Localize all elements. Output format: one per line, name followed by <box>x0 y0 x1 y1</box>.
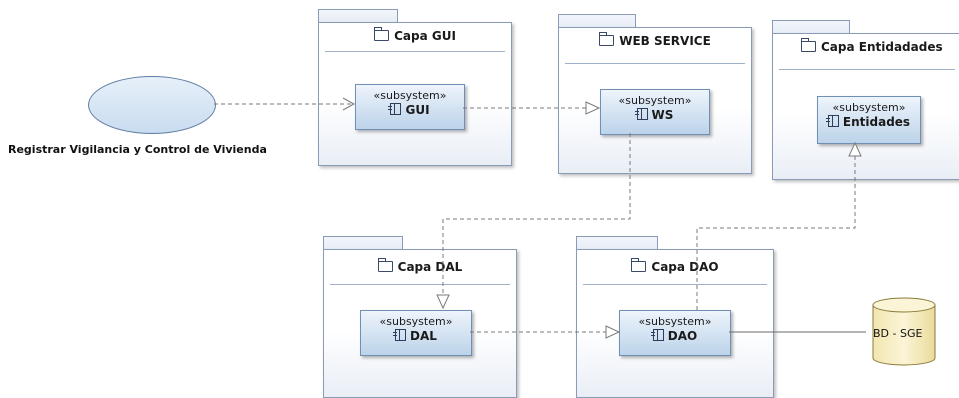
package-title: Capa DAO <box>577 258 773 274</box>
package-title: Capa DAL <box>324 258 516 274</box>
subsystem-name: WS <box>601 108 709 122</box>
subsystem-name-text: DAO <box>667 329 698 343</box>
subsystem-name-text: WS <box>651 108 674 122</box>
package-folder-icon <box>631 258 647 272</box>
subsystem-stereotype: «subsystem» <box>618 94 692 107</box>
subsystem-stereotype: «subsystem» <box>832 101 906 114</box>
package-tab <box>576 236 658 250</box>
package-tab <box>772 20 850 34</box>
subsystem-component-icon <box>825 115 839 127</box>
package-title: Capa GUI <box>319 27 511 43</box>
package-separator <box>583 284 767 285</box>
subsystem-name: GUI <box>356 103 464 117</box>
subsystem-entidades[interactable]: «subsystem» Entidades <box>817 96 921 144</box>
usecase-ellipse[interactable] <box>88 76 216 134</box>
package-separator <box>565 63 745 64</box>
usecase-label: Registrar Vigilancia y Control de Vivien… <box>8 143 267 156</box>
subsystem-component-icon <box>634 108 648 120</box>
package-folder-icon <box>377 258 393 272</box>
subsystem-name: DAL <box>361 329 471 343</box>
package-tab <box>318 9 398 23</box>
subsystem-name-text: DAL <box>410 329 437 343</box>
package-title-text: Capa DAO <box>651 260 719 274</box>
package-folder-icon <box>599 32 615 46</box>
subsystem-name-text: GUI <box>405 103 430 117</box>
subsystem-gui[interactable]: «subsystem» GUI <box>355 84 465 130</box>
subsystem-component-icon <box>650 329 664 341</box>
package-folder-icon <box>801 38 816 52</box>
package-title-text: WEB SERVICE <box>619 34 711 48</box>
subsystem-stereotype: «subsystem» <box>638 315 712 328</box>
subsystem-name: DAO <box>620 329 730 343</box>
subsystem-stereotype: «subsystem» <box>373 89 447 102</box>
subsystem-stereotype: «subsystem» <box>379 315 453 328</box>
package-title-text: Capa GUI <box>394 29 456 43</box>
package-folder-icon <box>374 27 390 41</box>
package-tab <box>323 236 403 250</box>
package-title: WEB SERVICE <box>559 32 751 48</box>
package-title: Capa Entidadades <box>801 38 959 54</box>
package-title-text: Capa Entidadades <box>821 40 943 54</box>
package-separator <box>779 69 955 70</box>
subsystem-dao[interactable]: «subsystem» DAO <box>619 310 731 356</box>
subsystem-component-icon <box>393 329 407 341</box>
database-label: BD - SGE <box>873 327 923 340</box>
subsystem-name: Entidades <box>818 115 920 129</box>
package-title-text: Capa DAL <box>397 260 463 274</box>
subsystem-name-text: Entidades <box>842 115 911 129</box>
package-tab <box>558 14 636 28</box>
subsystem-component-icon <box>388 103 402 115</box>
package-separator <box>330 284 510 285</box>
subsystem-dal[interactable]: «subsystem» DAL <box>360 310 472 356</box>
subsystem-ws[interactable]: «subsystem» WS <box>600 89 710 135</box>
package-separator <box>325 51 505 52</box>
